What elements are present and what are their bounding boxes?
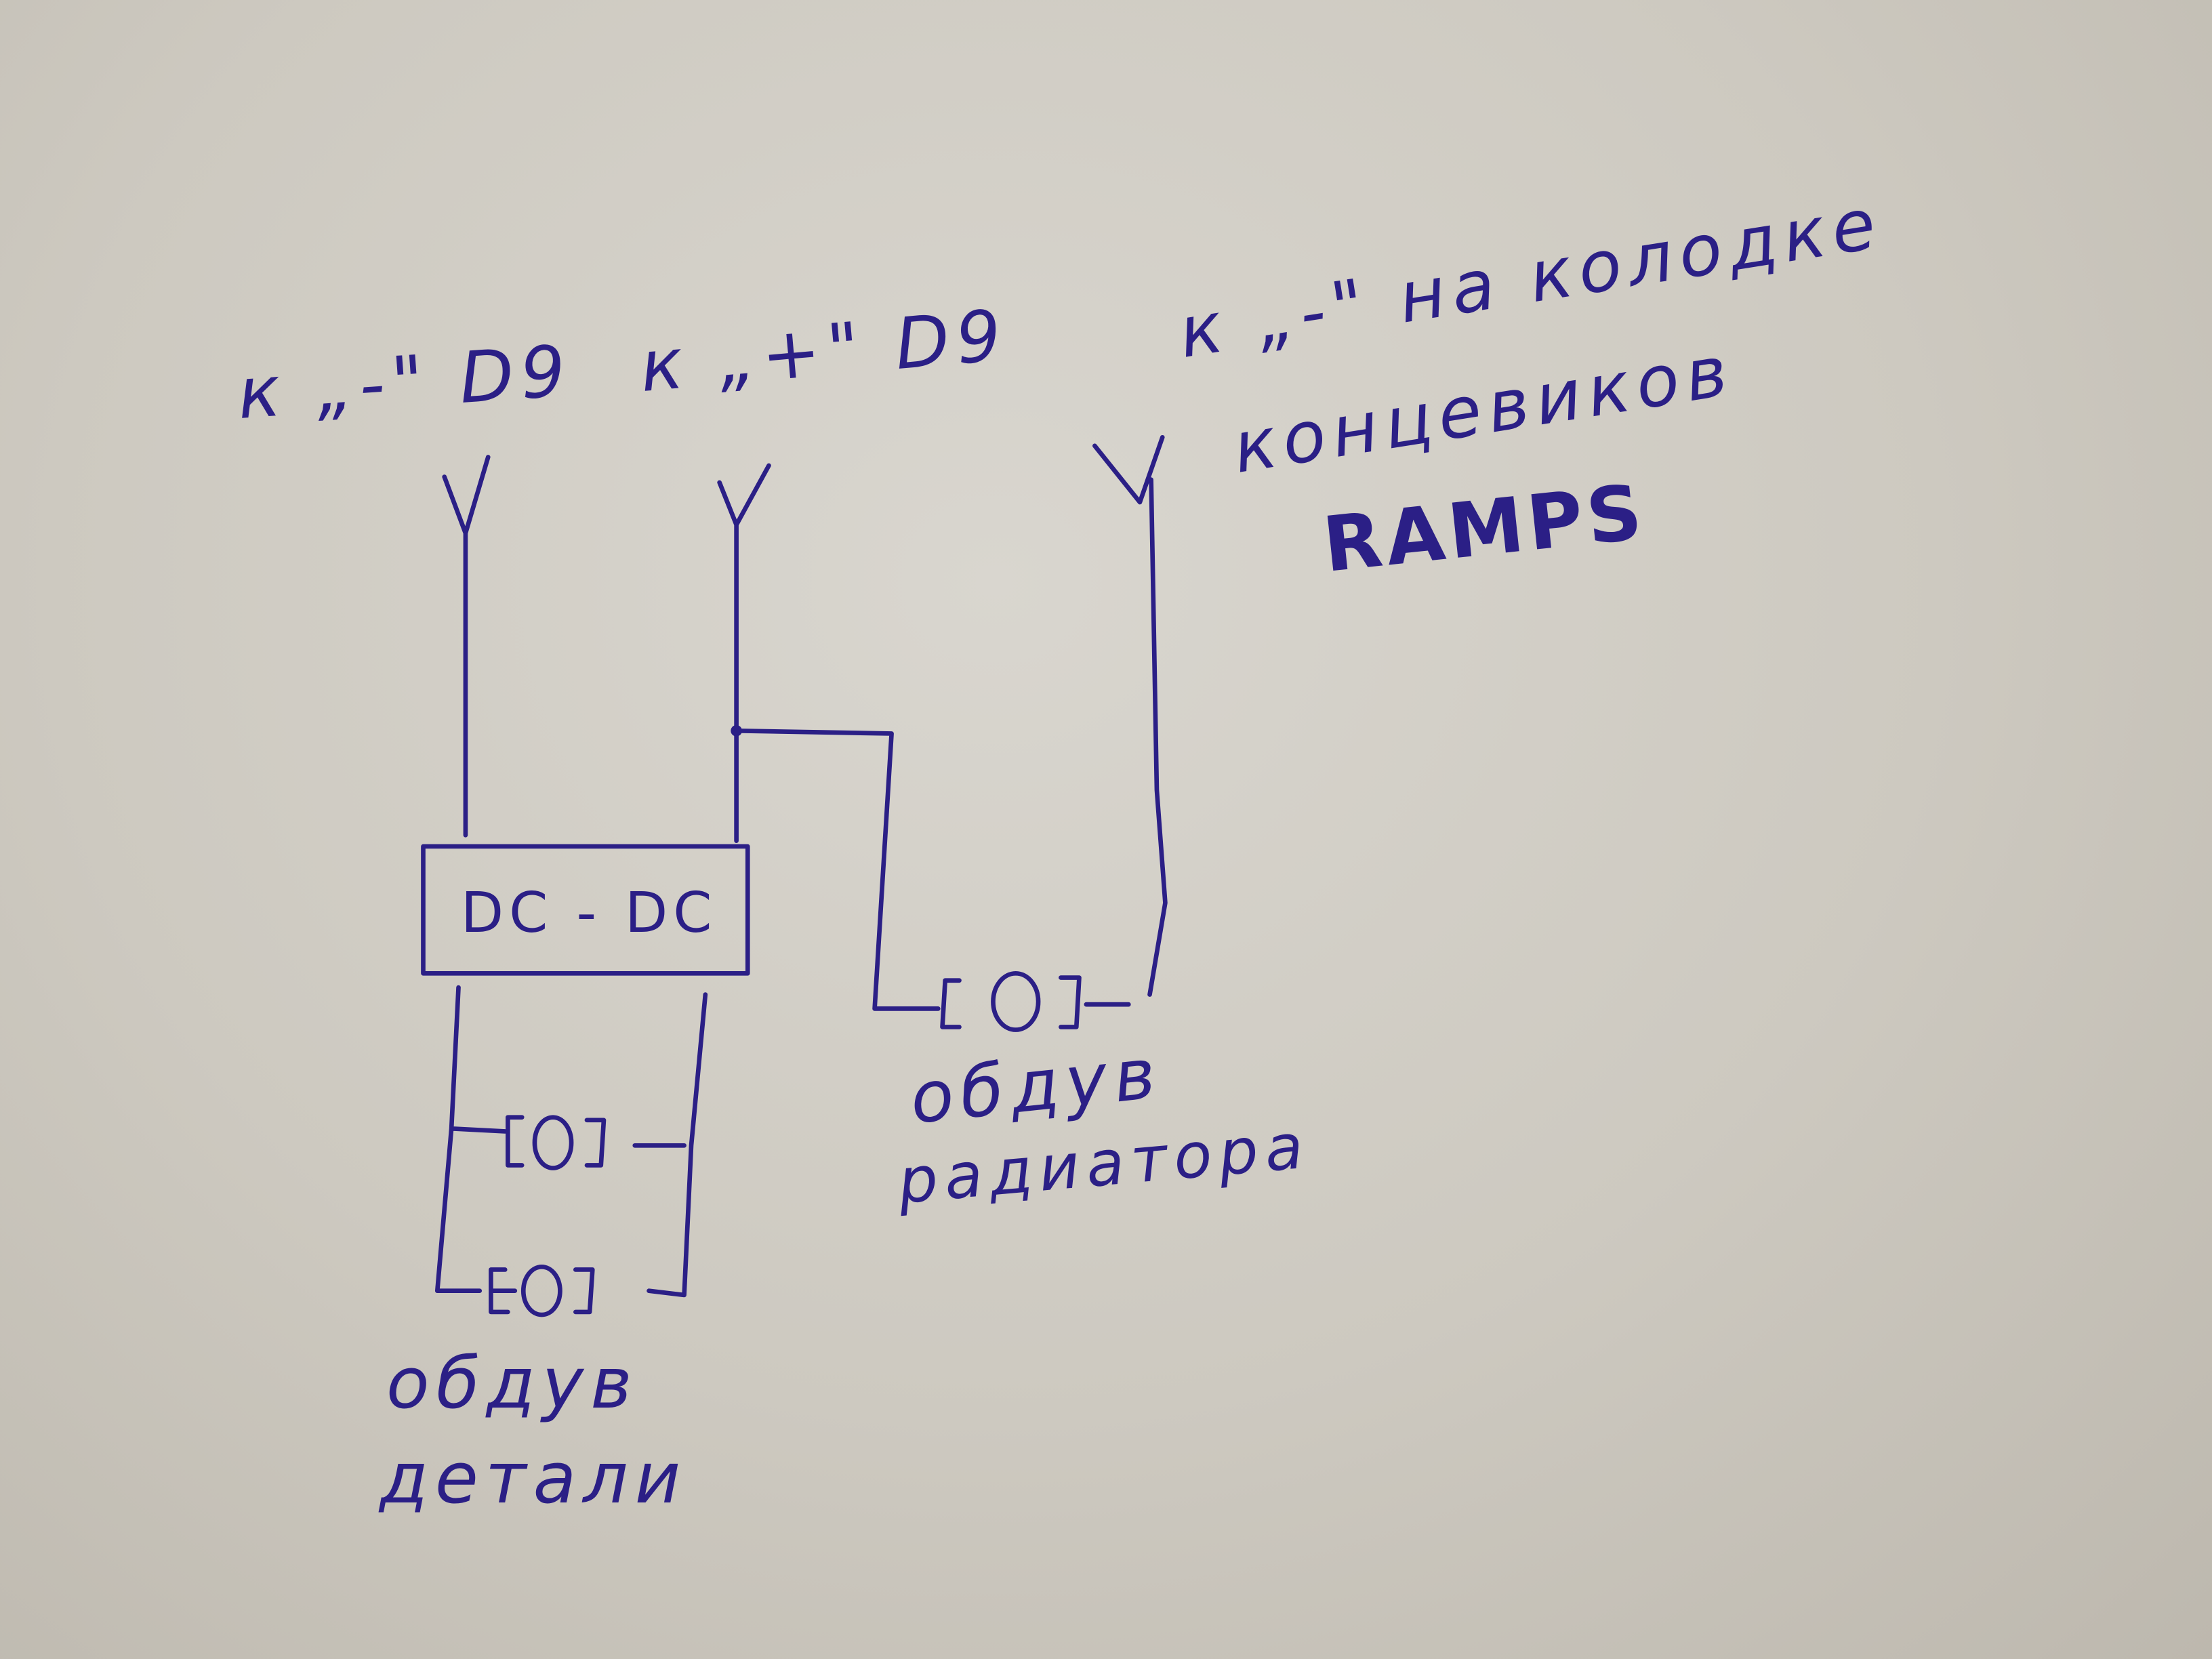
output-wires (434, 985, 708, 1298)
dc-dc-box (421, 844, 750, 976)
label-fan-part-2: детали (380, 1437, 688, 1519)
connector-ramps-minus (1092, 434, 1168, 997)
label-dc-dc: DC - DC (461, 881, 718, 945)
connector-plus-d9 (717, 463, 771, 843)
part-fan-symbol-1 (506, 1115, 607, 1170)
radiator-fan-symbol (940, 970, 1131, 1032)
connector-minus-d9 (442, 455, 491, 838)
label-fan-part-1: обдув (386, 1342, 639, 1425)
wire-to-radiator-fan (734, 728, 941, 1011)
part-fan-symbol-2 (489, 1264, 595, 1317)
